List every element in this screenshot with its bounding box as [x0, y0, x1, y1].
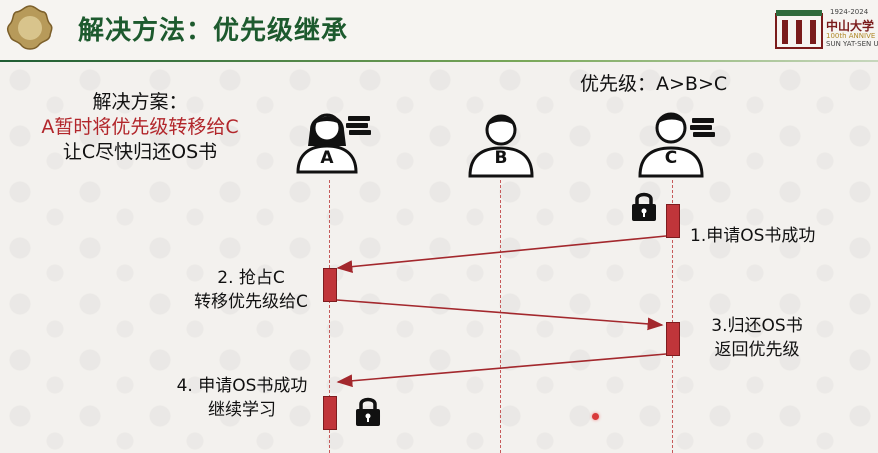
actor-a: A [292, 100, 372, 180]
solution-text: 解决方案： A暂时将优先级转移给C 让C尽快归还OS书 [10, 90, 270, 165]
step-4-line-1: 4. 申请OS书成功 [176, 376, 308, 396]
activation-c-1 [666, 204, 680, 238]
logo-years: 1924-2024 [830, 8, 869, 16]
arrow-a-to-c [336, 299, 664, 331]
arrow-c-to-a [336, 235, 667, 273]
step-4-line-2: 继续学习 [208, 400, 276, 420]
activation-c-2 [666, 322, 680, 356]
step-4-label: 4. 申请OS书成功 继续学习 [158, 374, 326, 422]
lock-icon [632, 192, 656, 221]
badge-logo-icon [6, 5, 53, 50]
lifeline-c [672, 180, 673, 453]
activation-a-1 [323, 268, 337, 302]
university-logo: 1924-2024 中山大学 100th ANNIVE SUN YAT-SEN … [774, 8, 878, 50]
user-icon [638, 112, 704, 178]
step-3-line-1: 3.归还OS书 [711, 316, 803, 336]
solution-heading: 解决方案： [92, 91, 188, 113]
actor-b: B [464, 104, 538, 180]
solution-line-2: 让C尽快归还OS书 [62, 141, 218, 163]
user-icon [468, 114, 534, 178]
priority-note: 优先级：A>B>C [580, 73, 728, 95]
lifeline-b [500, 180, 501, 453]
pointer-dot [592, 413, 599, 420]
user-icon [296, 113, 358, 174]
logo-name-cn: 中山大学 [826, 19, 875, 33]
step-1-label: 1.申请OS书成功 [690, 224, 815, 248]
books-icon [690, 118, 715, 137]
header-rule [0, 60, 878, 62]
actor-c: C [636, 100, 716, 180]
actor-letter: C [664, 148, 678, 168]
step-3-line-2: 返回优先级 [714, 340, 800, 360]
logo-anniversary: 100th ANNIVE [826, 32, 876, 40]
gate-logo-icon [775, 10, 823, 49]
solution-line-1: A暂时将优先级转移给C [41, 116, 239, 138]
lifeline-a [329, 180, 330, 453]
arrow-c-to-a-return [336, 353, 667, 388]
books-icon [346, 116, 371, 135]
actor-letter: B [494, 148, 508, 168]
step-1-line-1: 1.申请OS书成功 [690, 226, 816, 246]
step-2-line-1: 2. 抢占C [217, 268, 285, 288]
actor-letter: A [320, 148, 334, 168]
logo-name-en: SUN YAT-SEN UNIV [826, 40, 878, 48]
lock-icon [356, 397, 380, 426]
step-2-label: 2. 抢占C 转移优先级给C [176, 266, 326, 314]
step-3-label: 3.归还OS书 返回优先级 [692, 314, 822, 362]
header-bar [0, 0, 878, 62]
page-title: 解决方法：优先级继承 [78, 16, 349, 46]
activation-a-2 [323, 396, 337, 430]
step-2-line-2: 转移优先级给C [194, 292, 308, 312]
